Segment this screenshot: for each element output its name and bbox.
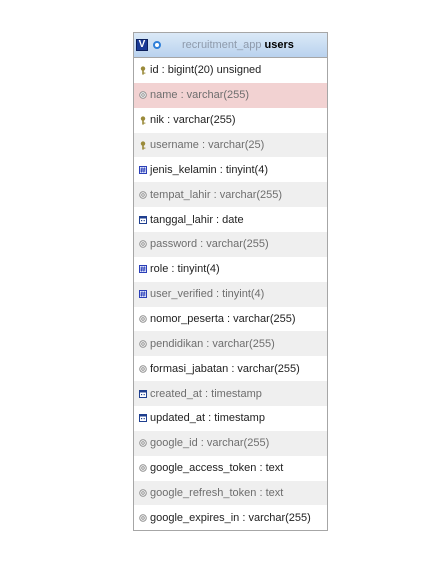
column-row[interactable]: google_access_token : text [134,456,327,481]
column-label: jenis_kelamin : tinyint(4) [150,163,268,176]
column-label: password : varchar(255) [150,238,269,251]
column-label: google_expires_in : varchar(255) [150,511,311,524]
column-row[interactable]: google_id : varchar(255) [134,430,327,456]
column-label: nomor_peserta : varchar(255) [150,313,296,326]
date-column-icon [139,414,147,423]
numeric-column-icon [139,290,147,299]
column-row[interactable]: google_expires_in : varchar(255) [134,505,327,530]
column-row[interactable]: password : varchar(255) [134,232,327,257]
table-card-users[interactable]: V recruitment_app users id : bigint(20) … [133,32,328,532]
column-label: tanggal_lahir : date [150,213,244,226]
key-icon [139,140,147,150]
column-row[interactable]: google_refresh_token : text [134,480,327,506]
gear-icon[interactable] [153,41,161,49]
column-label: role : tinyint(4) [150,263,220,276]
column-label: google_access_token : text [150,462,284,475]
string-column-icon [139,439,147,448]
column-row[interactable]: jenis_kelamin : tinyint(4) [134,157,327,182]
column-label: nik : varchar(255) [150,114,236,127]
column-label: created_at : timestamp [150,387,262,400]
column-row[interactable]: username : varchar(25) [134,132,327,158]
column-row[interactable]: name : varchar(255) [134,82,327,108]
column-row[interactable]: id : bigint(20) unsigned [134,58,327,83]
column-label: google_id : varchar(255) [150,437,270,450]
column-label: id : bigint(20) unsigned [150,64,262,77]
string-column-icon [139,91,147,100]
column-row[interactable]: updated_at : timestamp [134,406,327,431]
string-column-icon [139,514,147,522]
string-column-icon [139,240,147,249]
numeric-column-icon [139,265,147,274]
column-row[interactable]: created_at : timestamp [134,381,327,407]
column-row[interactable]: formasi_jabatan : varchar(255) [134,356,327,381]
date-column-icon [139,389,147,398]
column-row[interactable]: tanggal_lahir : date [134,207,327,232]
string-column-icon [139,464,147,472]
string-column-icon [139,364,147,373]
column-row[interactable]: nomor_peserta : varchar(255) [134,307,327,332]
column-row[interactable]: tempat_lahir : varchar(255) [134,182,327,208]
column-label: name : varchar(255) [150,89,250,102]
date-column-icon [139,215,147,224]
key-icon [139,116,147,125]
column-label: username : varchar(25) [150,139,265,151]
string-column-icon [139,190,147,199]
column-label: updated_at : timestamp [150,412,265,425]
column-label: tempat_lahir : varchar(255) [150,188,283,201]
toggle-view-button[interactable]: V [136,39,148,51]
column-row[interactable]: role : tinyint(4) [134,257,327,282]
column-label: google_refresh_token : text [150,487,284,500]
table-header[interactable]: V recruitment_app users [134,33,327,58]
column-list: id : bigint(20) unsigned name : varchar(2… [134,58,327,530]
column-label: pendidikan : varchar(255) [150,337,275,350]
numeric-column-icon [139,165,147,174]
database-name: recruitment_app [182,39,262,51]
key-icon [139,66,147,75]
column-row[interactable]: pendidikan : varchar(255) [134,331,327,357]
column-row[interactable]: user_verified : tinyint(4) [134,281,327,307]
column-label: formasi_jabatan : varchar(255) [150,362,300,375]
string-column-icon [139,315,147,323]
string-column-icon [139,340,147,348]
column-row[interactable]: nik : varchar(255) [134,108,327,133]
column-label: user_verified : tinyint(4) [150,288,265,301]
string-column-icon [139,489,147,497]
table-name: users [264,39,294,51]
